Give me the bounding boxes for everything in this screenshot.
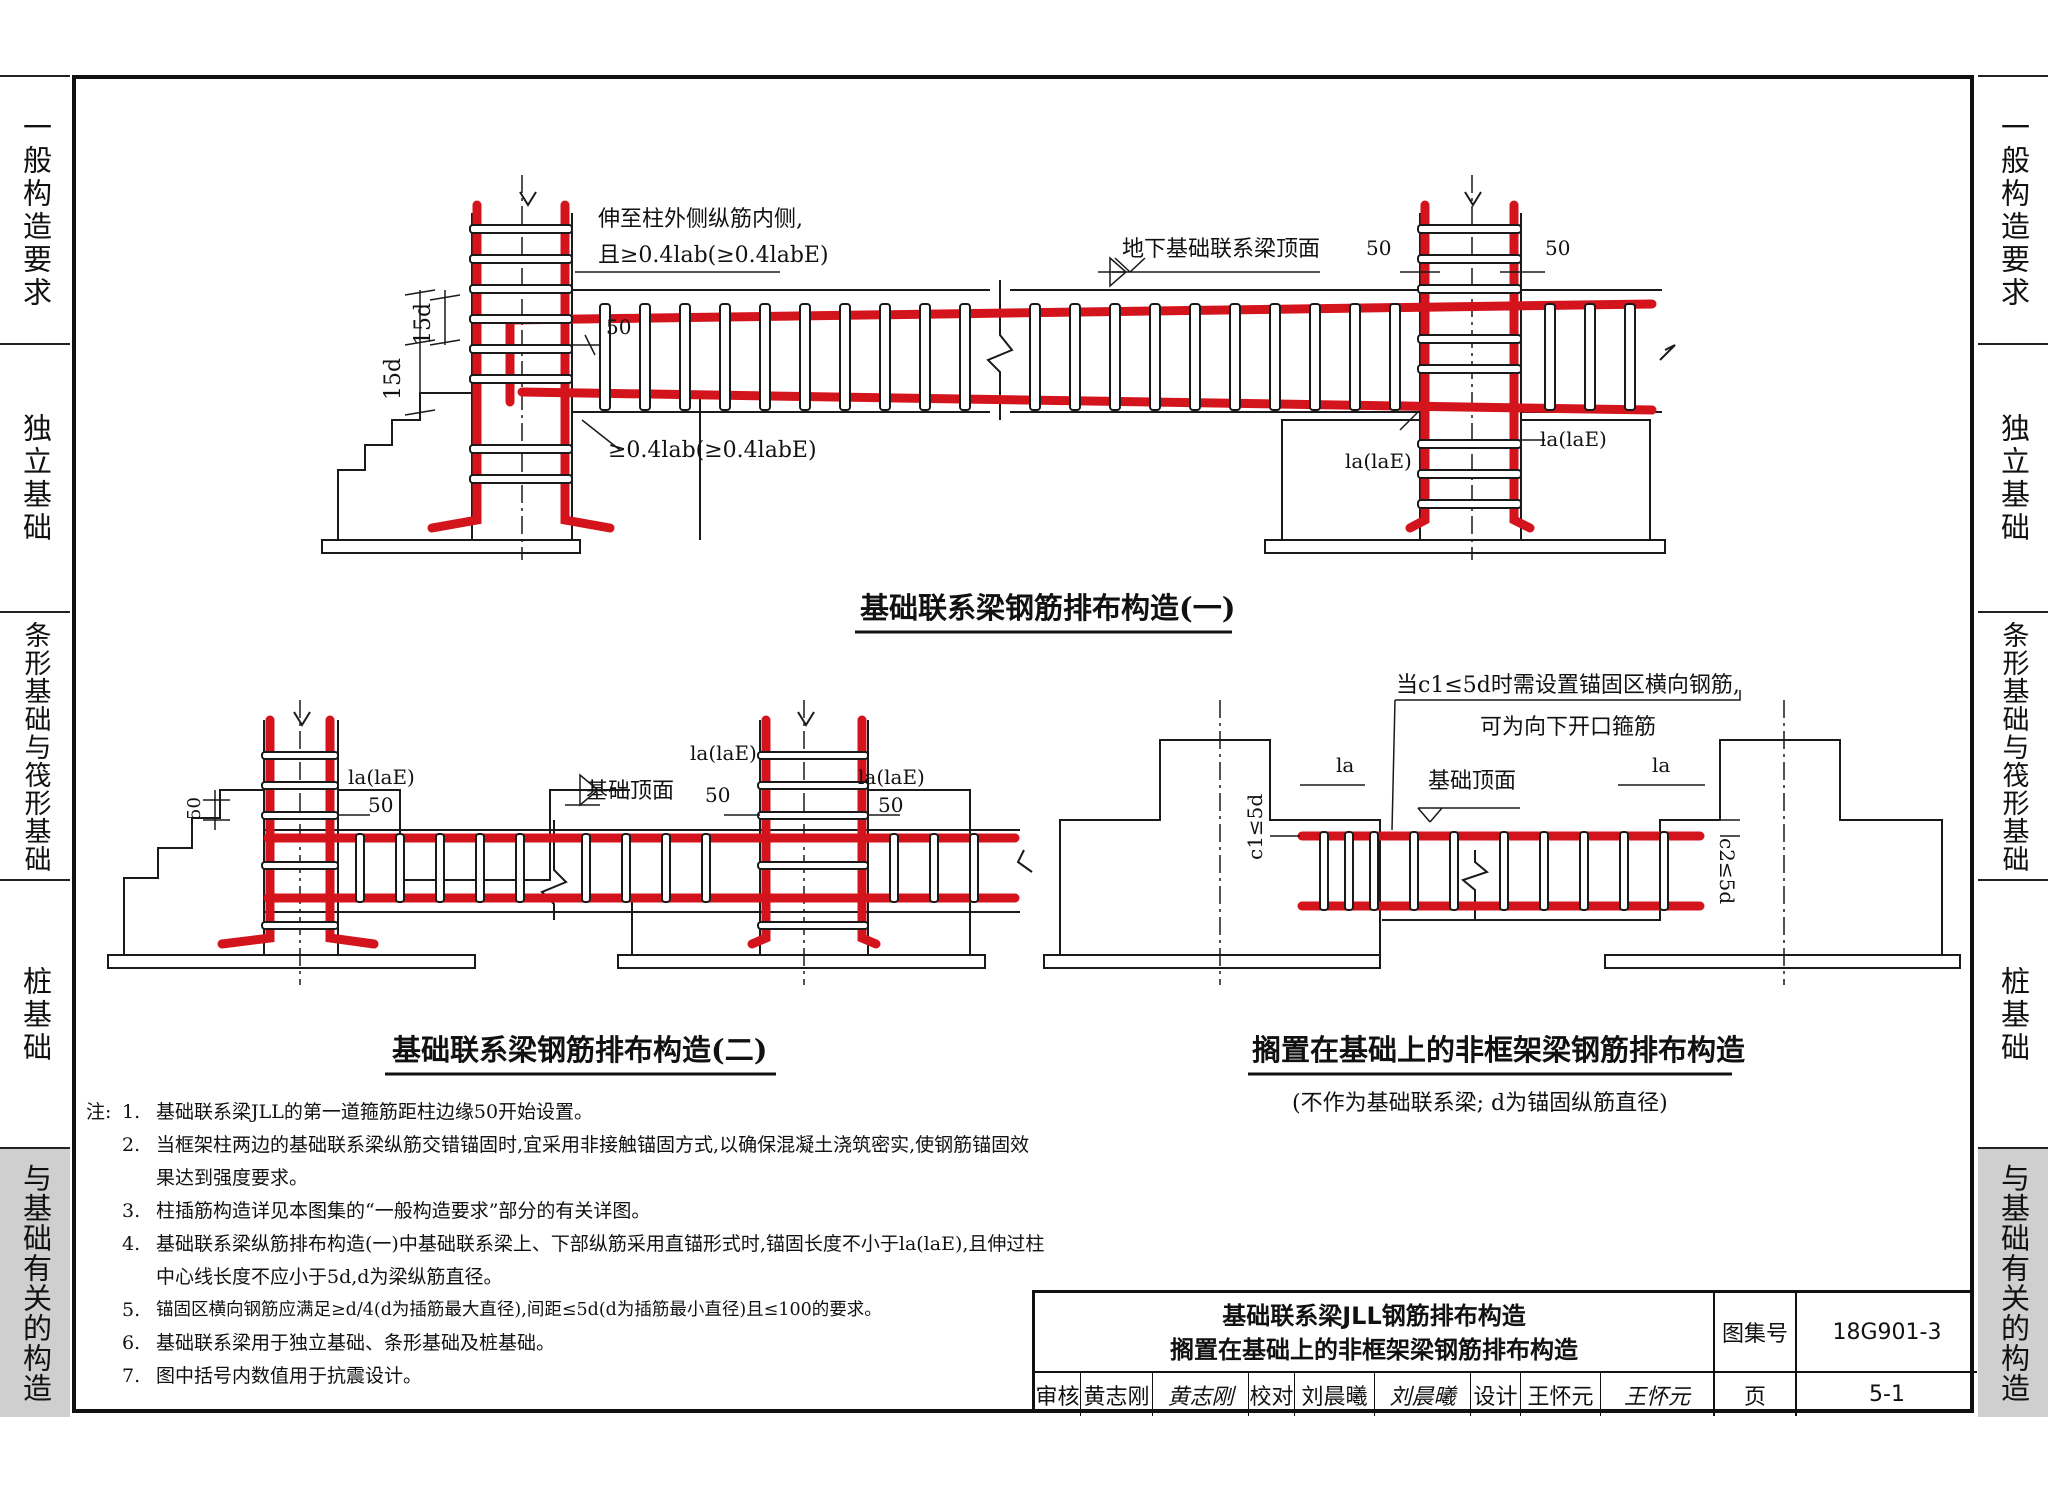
d3-la-right: la — [1652, 753, 1670, 777]
note-num: 7. — [122, 1365, 141, 1387]
sidebar-item-isolated-foundation[interactable]: 独立基础 — [0, 343, 70, 613]
d2-dim-50-c: 50 — [878, 793, 903, 817]
d3-subtitle: (不作为基础联系梁; d为锚固纵筋直径) — [1292, 1091, 1668, 1116]
d3-note-2: 可为向下开口箍筋 — [1480, 715, 1656, 740]
note-num: 2. — [122, 1134, 141, 1156]
d1-title: 基础联系梁钢筋排布构造(一) — [860, 591, 1235, 625]
stirrups — [261, 224, 1669, 930]
d2-dim-50-a: 50 — [368, 793, 393, 817]
sidebar-item-isolated-foundation[interactable]: 独立基础 — [1978, 343, 2048, 613]
d1-dim-15d-b: 15d — [411, 303, 436, 345]
d2-dim-50-left: 50 — [184, 797, 205, 820]
note-text: 锚固区横向钢筋应满足≥d/4(d为插筋最大直径),间距≤5d(d为插筋最小直径)… — [156, 1300, 882, 1320]
check-label: 校对 — [1249, 1373, 1295, 1416]
d2-found-top-label: 基础顶面 — [586, 779, 674, 804]
title-block-main: 基础联系梁JLL钢筋排布构造 搁置在基础上的非框架梁钢筋排布构造 — [1035, 1293, 1715, 1373]
notes-heading: 注: — [86, 1101, 112, 1123]
note-text: 图中括号内数值用于抗震设计。 — [156, 1365, 423, 1387]
right-sidebar: 一般构造要求 独立基础 条形基础与筏形基础 桩基础 与基础有关的构造 — [1978, 75, 2048, 1417]
sidebar-item-general[interactable]: 一般构造要求 — [1978, 75, 2048, 345]
d1-dim-15d-a: 15d — [381, 358, 406, 400]
d1-beam-top-label: 地下基础联系梁顶面 — [1122, 237, 1320, 262]
break-symbols — [293, 191, 1676, 920]
d2-la-right: la(laE) — [858, 765, 925, 789]
sidebar-item-pile[interactable]: 桩基础 — [0, 879, 70, 1149]
atlas-number: 18G901-3 — [1797, 1293, 1977, 1373]
note-text: 基础联系梁用于独立基础、条形基础及桩基础。 — [156, 1332, 556, 1354]
sidebar-item-related[interactable]: 与基础有关的构造 — [1978, 1147, 2048, 1417]
d2-title: 基础联系梁钢筋排布构造(二) — [392, 1033, 767, 1067]
sidebar-item-strip-raft[interactable]: 条形基础与筏形基础 — [1978, 611, 2048, 881]
note-num: 3. — [122, 1200, 141, 1222]
reviewer-signature: 黄志刚 — [1153, 1373, 1249, 1416]
note-text: 基础联系梁纵筋排布构造(一)中基础联系梁上、下部纵筋采用直锚形式时,锚固长度不小… — [156, 1233, 1045, 1288]
notes: 注: 1. 基础联系梁JLL的第一道箍筋距柱边缘50开始设置。 2. 当框架柱两边的基… — [86, 1096, 1046, 1393]
d1-la-right: la(laE) — [1540, 427, 1607, 451]
designer-signature: 王怀元 — [1601, 1373, 1715, 1416]
reviewer-name: 黄志刚 — [1081, 1373, 1153, 1416]
d3-la-left: la — [1336, 753, 1354, 777]
note-text: 当框架柱两边的基础联系梁纵筋交错锚固时,宜采用非接触锚固方式,以确保混凝土浇筑密… — [156, 1134, 1030, 1189]
d3-c2-label: c2≤5d — [1715, 838, 1739, 904]
d3-note-1: 当c1≤5d时需设置锚固区横向钢筋, — [1396, 673, 1740, 698]
d3-found-top-label: 基础顶面 — [1428, 769, 1516, 794]
atlas-label: 图集号 — [1715, 1293, 1797, 1373]
dimension-lines — [203, 256, 1741, 837]
d1-dim-50-left: 50 — [606, 315, 631, 339]
d1-dim-50-right: 50 — [1545, 236, 1570, 260]
sidebar-item-pile[interactable]: 桩基础 — [1978, 879, 2048, 1149]
checker-name: 刘晨曦 — [1295, 1373, 1375, 1416]
d1-anchor-bottom-label: ≥0.4lab(≥0.4labE) — [608, 438, 817, 463]
note-text: 基础联系梁JLL的第一道箍筋距柱边缘50开始设置。 — [156, 1101, 594, 1123]
review-label: 审核 — [1035, 1373, 1081, 1416]
d1-dim-50-mid: 50 — [1366, 236, 1391, 260]
page-number: 5-1 — [1869, 1382, 1905, 1407]
title-block-title-1: 基础联系梁JLL钢筋排布构造 — [1222, 1302, 1526, 1330]
d2-la-left: la(laE) — [348, 765, 415, 789]
d3-c1-label: c1≤5d — [1243, 794, 1267, 860]
d2-la-mid: la(laE) — [690, 741, 757, 765]
title-block: 基础联系梁JLL钢筋排布构造 搁置在基础上的非框架梁钢筋排布构造 图集号 18G… — [1032, 1290, 1977, 1416]
d1-extend-label-1: 伸至柱外侧纵筋内侧, — [598, 207, 803, 232]
d1-extend-label-2: 且≥0.4lab(≥0.4labE) — [598, 243, 829, 268]
sidebar-item-related[interactable]: 与基础有关的构造 — [0, 1147, 70, 1417]
designer-name: 王怀元 — [1521, 1373, 1601, 1416]
note-num: 4. — [122, 1233, 141, 1255]
left-sidebar: 一般构造要求 独立基础 条形基础与筏形基础 桩基础 与基础有关的构造 — [0, 75, 70, 1417]
design-label: 设计 — [1471, 1373, 1521, 1416]
sidebar-item-strip-raft[interactable]: 条形基础与筏形基础 — [0, 611, 70, 881]
note-num: 6. — [122, 1332, 141, 1354]
checker-signature: 刘晨曦 — [1375, 1373, 1471, 1416]
note-num: 1. — [122, 1101, 141, 1123]
d2-dim-50-b: 50 — [705, 783, 730, 807]
sidebar-item-general[interactable]: 一般构造要求 — [0, 75, 70, 345]
page-label: 页 — [1715, 1373, 1797, 1416]
note-text: 柱插筋构造详见本图集的“一般构造要求”部分的有关详图。 — [156, 1200, 651, 1222]
d1-la-left: la(laE) — [1345, 449, 1412, 473]
note-num: 5. — [122, 1299, 141, 1321]
title-block-title-2: 搁置在基础上的非框架梁钢筋排布构造 — [1170, 1336, 1578, 1364]
drawing-frame — [72, 75, 1974, 1413]
d3-title: 搁置在基础上的非框架梁钢筋排布构造 — [1252, 1033, 1745, 1067]
